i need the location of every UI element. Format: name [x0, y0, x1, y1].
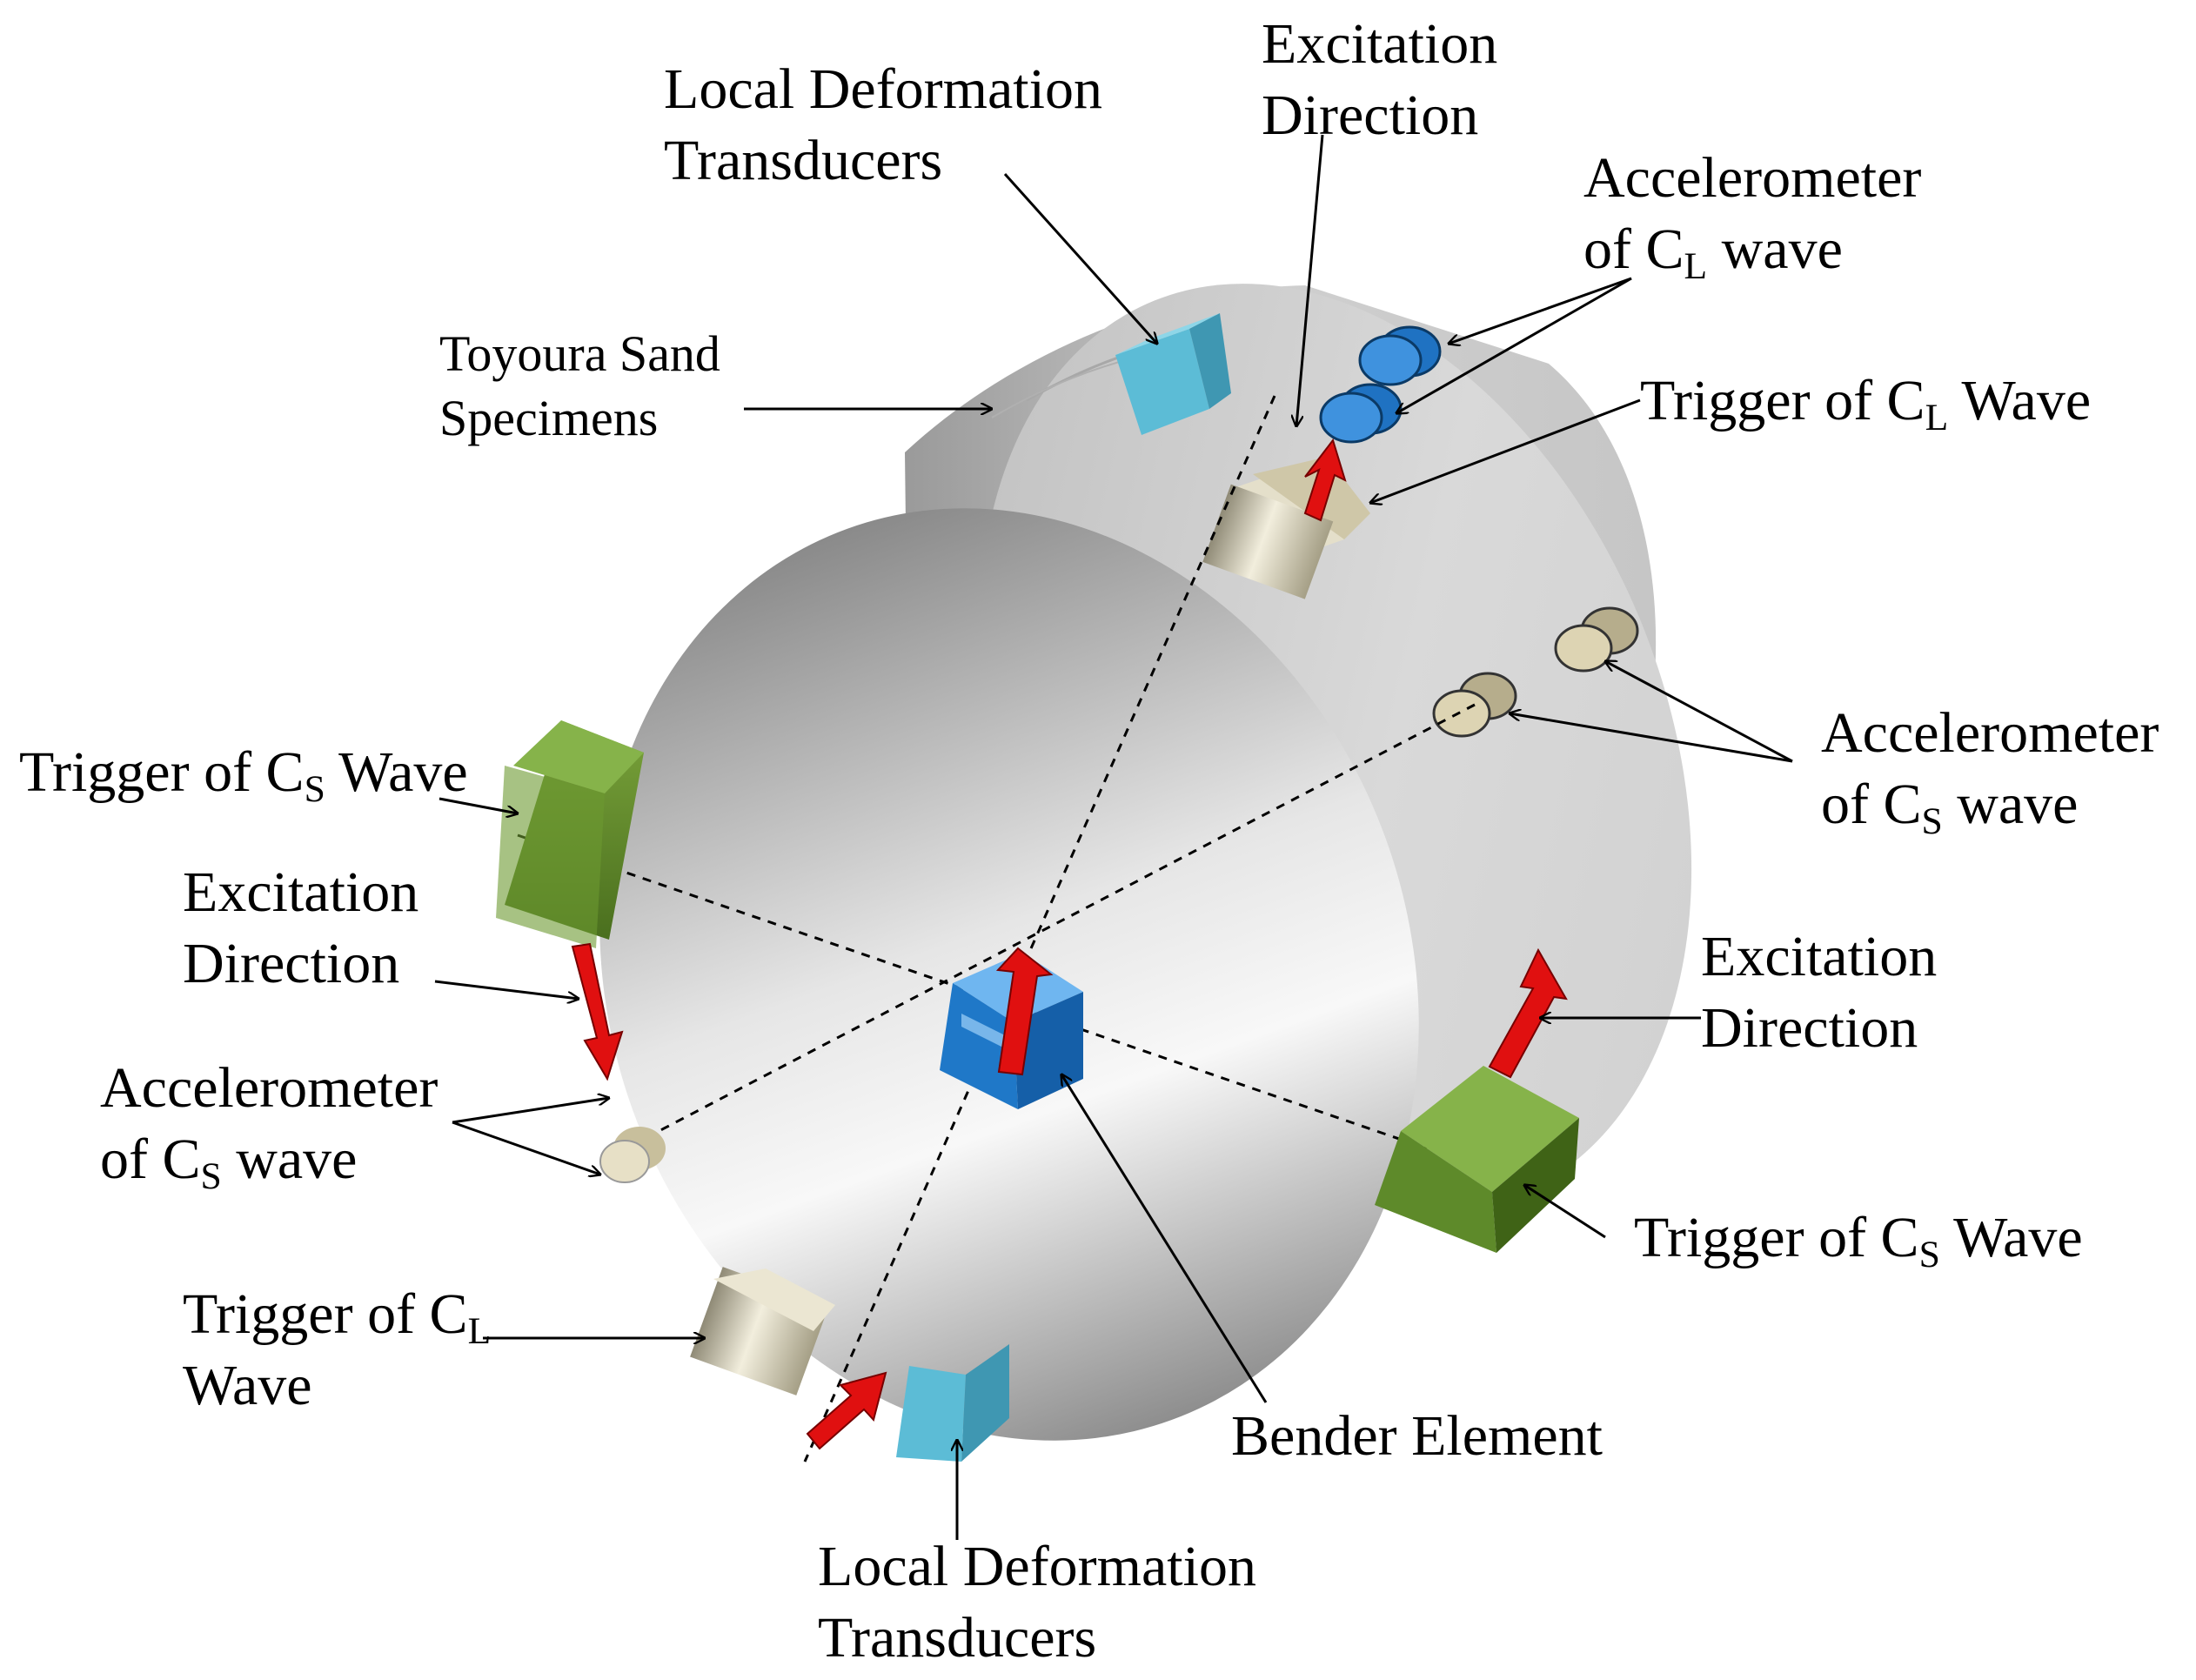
label-excitation-left-line2: Direction: [183, 932, 400, 995]
label-bender-element: Bender Element: [1231, 1404, 1603, 1468]
accelerometer-cl-1: [1358, 325, 1442, 386]
label-accel-cs-left-line1: Accelerometer: [100, 1056, 439, 1120]
arrow-excitation-left: [571, 942, 624, 1081]
label-accel-cl-line1: Accelerometer: [1583, 146, 1922, 210]
label-ldt-bottom-line2: Transducers: [818, 1606, 1097, 1670]
accelerometer-cs-right-2: [1432, 672, 1517, 738]
label-accel-cl-line2: of CL wave: [1583, 218, 1843, 288]
label-toyoura: Toyoura Sand Specimens: [439, 329, 720, 444]
label-excitation-top: Excitation Direction: [1262, 16, 1497, 144]
trigger-cl-bottom: [690, 1267, 835, 1396]
label-accel-cs-left: Accelerometer of CS wave: [100, 1056, 439, 1198]
leader-lines: [434, 134, 1793, 1540]
label-trigger-cl-left-line2: Wave: [183, 1354, 312, 1417]
ldt-top: [1115, 313, 1231, 435]
label-trigger-cs-right: Trigger of CS Wave: [1634, 1206, 2083, 1276]
label-excitation-left: Excitation Direction: [183, 864, 418, 993]
label-trigger-cs-left: Trigger of CS Wave: [19, 740, 468, 811]
label-trigger-cl-right: Trigger of CL Wave: [1640, 369, 2092, 439]
arrow-excitation-bottom: [806, 1371, 887, 1450]
label-ldt-bottom-line1: Local Deformation: [818, 1535, 1256, 1598]
accelerometer-cs-right-1: [1554, 606, 1639, 673]
label-ldt-top-line2: Transducers: [664, 129, 943, 192]
label-trigger-cl-left: Trigger of CL Wave: [183, 1286, 491, 1415]
label-accel-cs-left-line2: of CS wave: [100, 1128, 358, 1198]
label-excitation-right: Excitation Direction: [1701, 928, 1937, 1057]
label-accel-cs-right: Accelerometer of CS wave: [1821, 701, 2159, 843]
label-excitation-left-line1: Excitation: [183, 860, 419, 924]
label-accel-cs-right-line2: of CS wave: [1821, 773, 2079, 843]
arrow-excitation-top: [1303, 438, 1347, 522]
label-trigger-cl-left-line1: Trigger of CL: [183, 1282, 492, 1353]
label-excitation-top-line1: Excitation: [1262, 12, 1498, 76]
label-toyoura-line2: Specimens: [439, 390, 659, 446]
label-excitation-right-line1: Excitation: [1701, 925, 1938, 988]
label-ldt-top-line1: Local Deformation: [664, 57, 1102, 121]
arrow-excitation-center: [995, 947, 1054, 1076]
label-accel-cs-right-line1: Accelerometer: [1821, 701, 2159, 765]
label-accel-cl: Accelerometer of CL wave: [1583, 146, 1922, 288]
ldt-bottom: [896, 1344, 1009, 1462]
trigger-cs-left: [496, 720, 644, 948]
label-toyoura-line1: Toyoura Sand: [439, 325, 720, 382]
label-ldt-top: Local Deformation Transducers: [664, 61, 1102, 190]
label-excitation-right-line2: Direction: [1701, 996, 1918, 1060]
arrow-excitation-right: [1488, 947, 1568, 1079]
accelerometer-cl-2: [1319, 383, 1403, 444]
label-ldt-bottom: Local Deformation Transducers: [818, 1538, 1256, 1667]
label-excitation-top-line2: Direction: [1262, 84, 1479, 147]
accelerometer-cs-left: [599, 1127, 666, 1183]
